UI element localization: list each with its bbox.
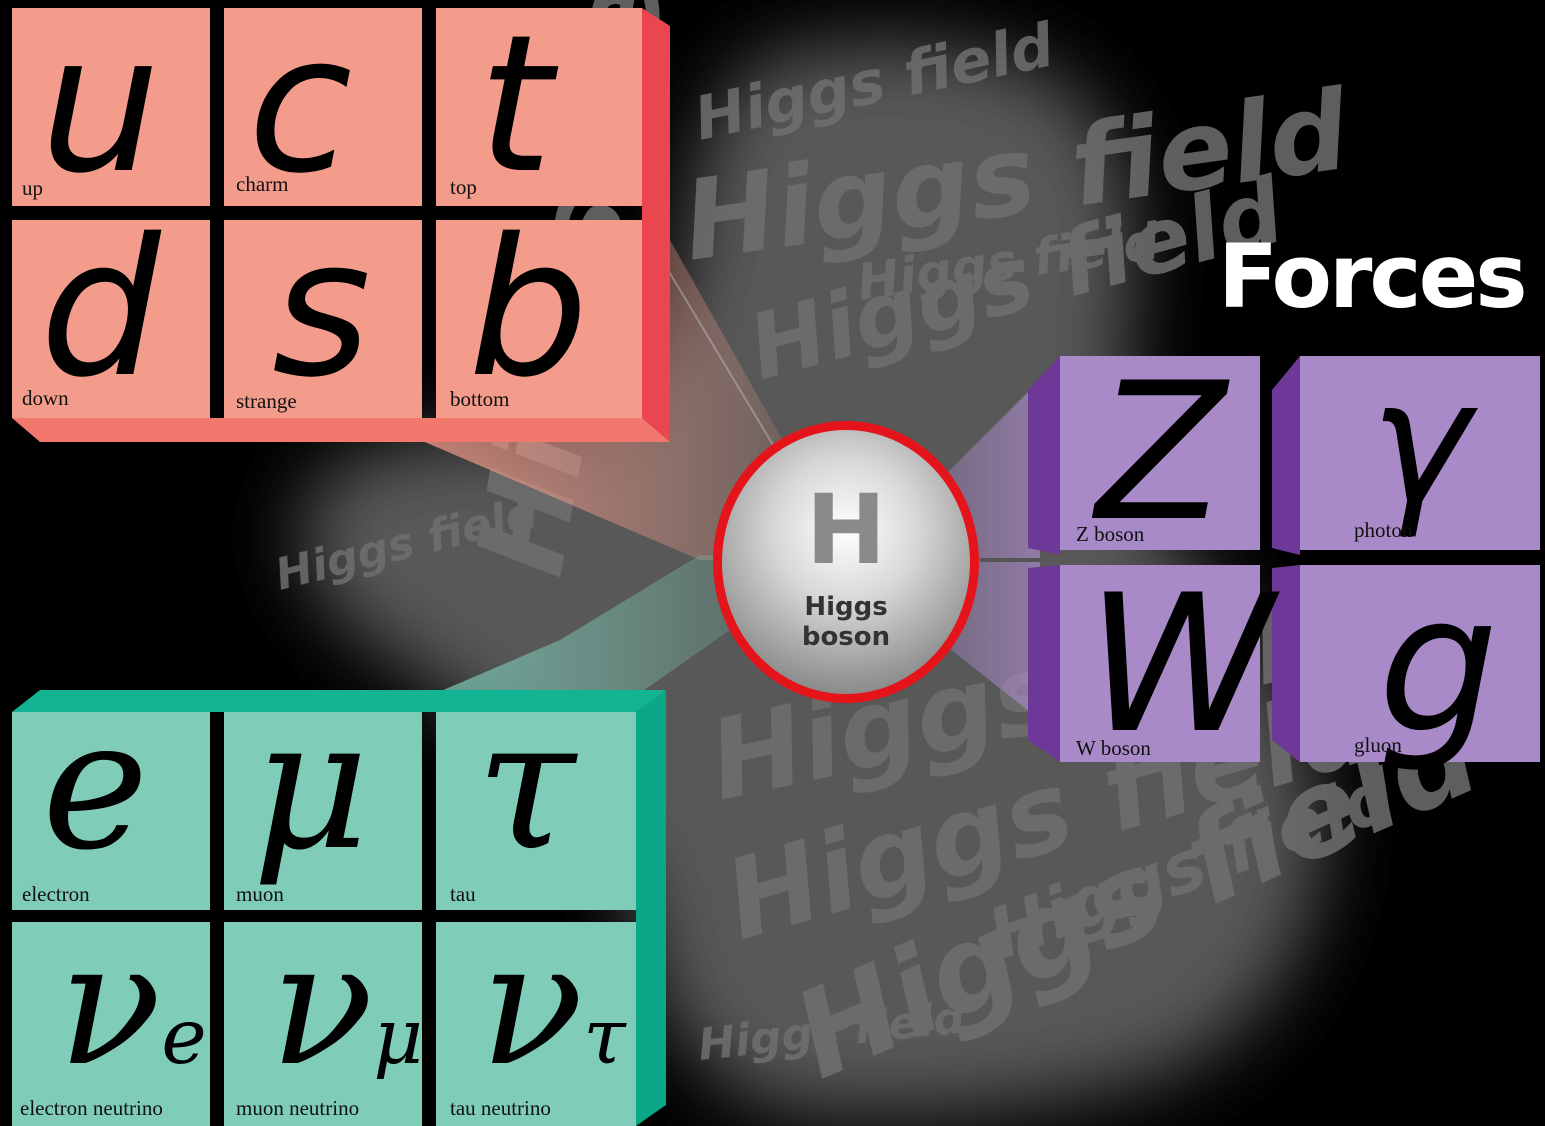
particle-symbol-strange: s (272, 214, 371, 404)
lepton-block-side (636, 690, 666, 1126)
particle-subscript: e (161, 993, 206, 1082)
particle-symbol-muon: μ (252, 696, 369, 876)
particle-subscript: τ (583, 993, 625, 1082)
particle-label-Z-boson: Z boson (1076, 522, 1144, 547)
particle-label-tau: tau (450, 882, 476, 907)
particle-symbol-gluon: g (1378, 570, 1499, 760)
particle-symbol-W-boson: W (1086, 570, 1274, 760)
higgs-name-line1: Higgs (722, 592, 970, 622)
particle-symbol-electron: e (42, 696, 149, 876)
higgs-name-line2: boson (722, 622, 970, 652)
particle-symbol-bottom: b (468, 214, 589, 404)
higgs-name: Higgs boson (722, 592, 970, 652)
particle-label-top: top (450, 175, 477, 200)
particle-label-down: down (22, 386, 69, 411)
particle-symbol-photon: γ (1370, 358, 1471, 528)
particle-label-bottom: bottom (450, 387, 510, 412)
particle-symbol-up: u (40, 10, 160, 200)
particle-subscript: μ (373, 993, 423, 1082)
particle-symbol-Z-boson: Z (1096, 358, 1226, 548)
particle-symbol-tau: τ (476, 696, 576, 876)
boson-side-mid-top (1272, 356, 1300, 555)
particle-label-photon: photon (1354, 518, 1412, 543)
boson-side-top (1028, 356, 1060, 555)
particle-symbol-down: d (40, 214, 161, 404)
particle-symbol-tau-neutrino: ντ (480, 920, 626, 1090)
particle-symbol-electron-neutrino: νe (58, 920, 207, 1090)
quark-block-side (642, 8, 670, 442)
particle-symbol-top: t (478, 10, 553, 200)
boson-side-bottom (1028, 565, 1060, 762)
quark-block-bottom (12, 418, 670, 442)
particle-label-W-boson: W boson (1076, 736, 1151, 761)
particle-label-charm: charm (236, 172, 288, 197)
boson-side-mid-bottom (1272, 565, 1300, 762)
higgs-symbol: H (722, 482, 970, 578)
particle-label-tau-neutrino: tau neutrino (450, 1096, 551, 1121)
particle-label-muon-neutrino: muon neutrino (236, 1096, 359, 1121)
particle-label-gluon: gluon (1354, 733, 1402, 758)
higgs-boson-sphere: H Higgs boson (713, 421, 979, 703)
forces-title: Forces (1218, 225, 1525, 328)
particle-symbol-muon-neutrino: νμ (270, 920, 423, 1090)
particle-label-muon: muon (236, 882, 284, 907)
particle-label-electron-neutrino: electron neutrino (20, 1096, 163, 1121)
particle-label-electron: electron (22, 882, 90, 907)
particle-label-strange: strange (236, 389, 297, 414)
